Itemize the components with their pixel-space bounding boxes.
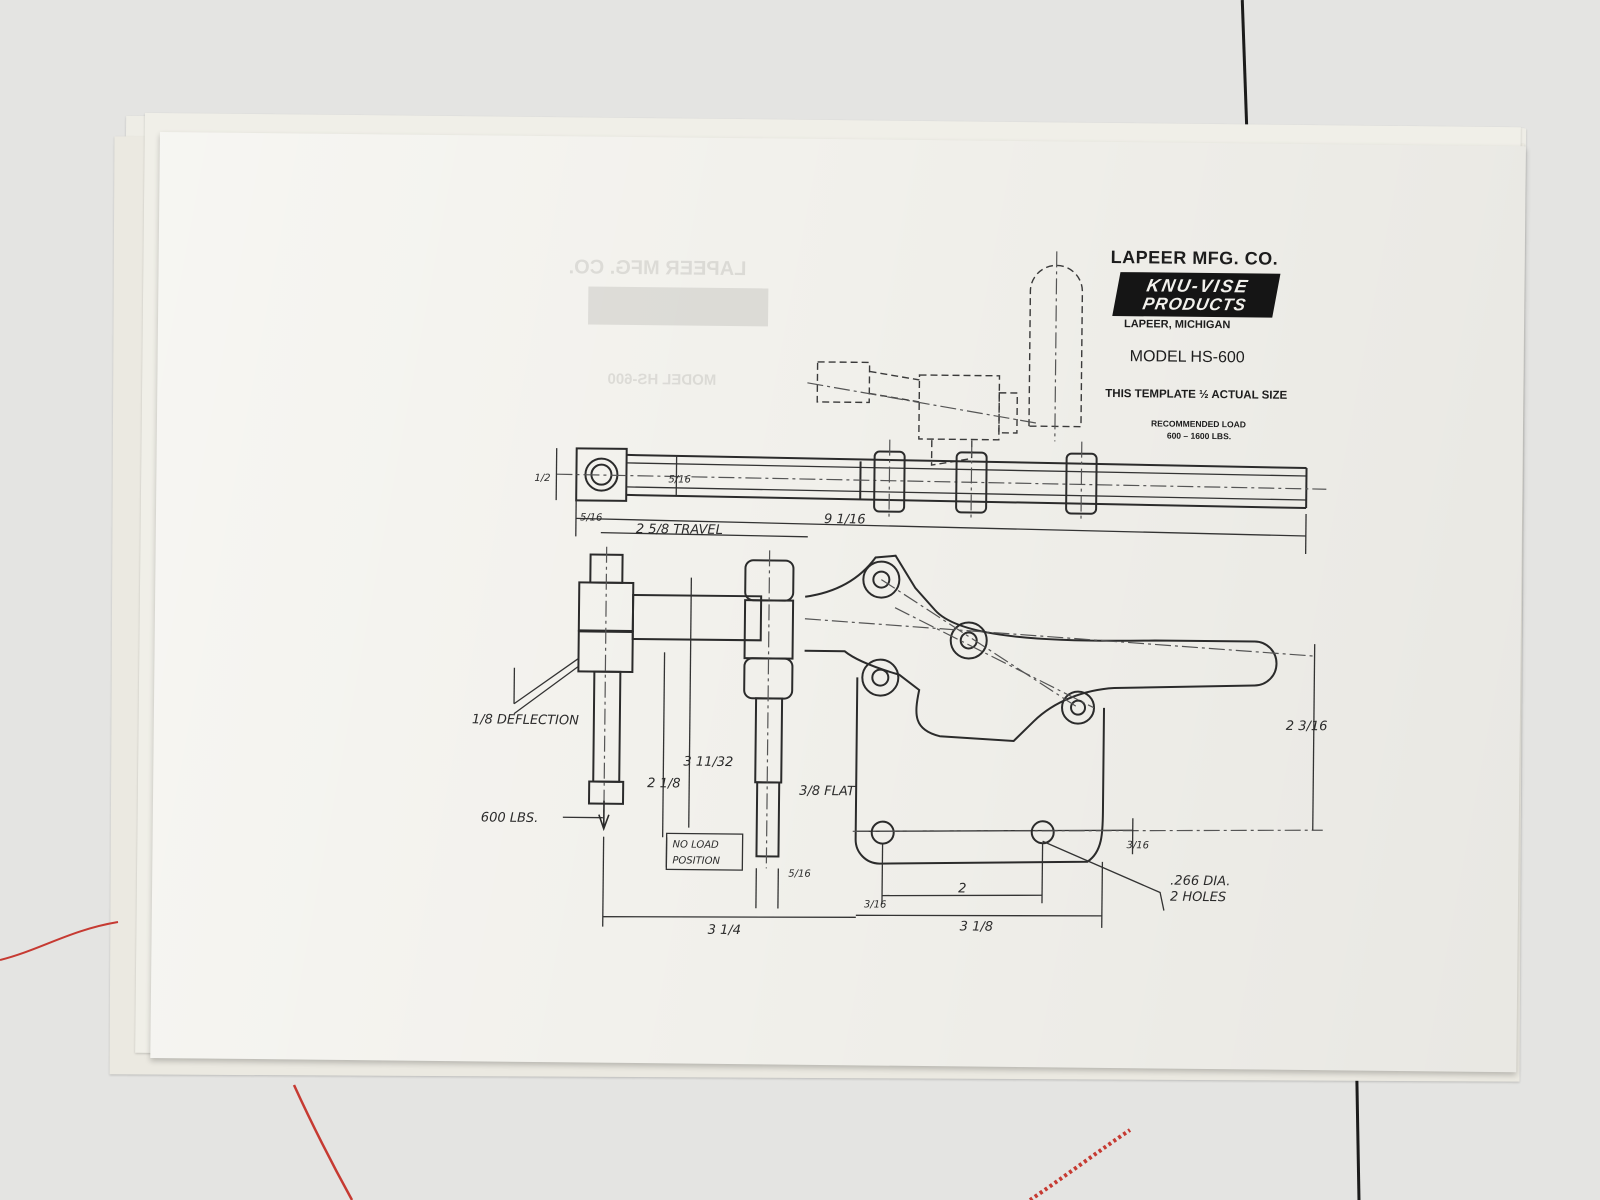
dim-hole-spacing: 2 [958, 881, 966, 896]
no-load-line1: NO LOAD [673, 839, 720, 850]
dim-holes: .266 DIA. [1170, 874, 1230, 890]
dim-plunger-height: 3 11/32 [683, 755, 733, 771]
plunger-stud: 3/8 FLAT 5/16 3 11/32 2 1/8 NO LOAD POSI… [647, 550, 856, 880]
dim-top-width: 1/2 [534, 473, 550, 484]
dim-travel: 2 5/8 TRAVEL [636, 522, 723, 538]
clamp-body [804, 554, 1323, 865]
dim-base-length: 3 1/8 [960, 919, 993, 934]
clamp-plan-view: 1/2 5/16 [534, 439, 1327, 522]
plunger-assembly: 1/8 DEFLECTION 600 LBS. [472, 546, 763, 832]
dim-side-c: 3/16 [864, 899, 887, 910]
dim-side-b: 3/16 [1127, 840, 1150, 851]
dim-side-a: 5/16 [668, 474, 691, 485]
handle-top-view [807, 251, 1084, 466]
dim-top-offset: 5/16 [580, 512, 603, 523]
dim-holes-count: 2 HOLES [1170, 890, 1226, 906]
clamp-drawing: 1/2 5/16 9 1/16 5/16 2 5/8 TRAVEL 1/8 DE [472, 251, 1328, 938]
dim-overall-length: 9 1/16 [824, 512, 866, 527]
dim-base-width: 3 1/4 [708, 923, 741, 938]
dim-plunger-side: 5/16 [788, 869, 811, 880]
dim-plunger-offset: 2 1/8 [647, 776, 680, 791]
dim-overall-height: 2 3/16 [1286, 719, 1328, 734]
dim-flat: 3/8 FLAT [799, 784, 856, 800]
overall-length-dim: 9 1/16 5/16 2 5/8 TRAVEL [575, 500, 1307, 555]
dim-force: 600 LBS. [481, 810, 539, 826]
dim-deflection: 1/8 DEFLECTION [472, 712, 579, 728]
bottom-dimensions: 3 1/4 3 1/8 2 3/16 [602, 836, 1104, 938]
right-dimensions: 2 3/16 3/16 .266 DIA. 2 HOLES [1042, 644, 1328, 911]
no-load-line2: POSITION [672, 855, 720, 867]
template-sheet: LAPEER MFG. CO. MODEL HS-600 LAPEER MFG.… [150, 132, 1526, 1073]
